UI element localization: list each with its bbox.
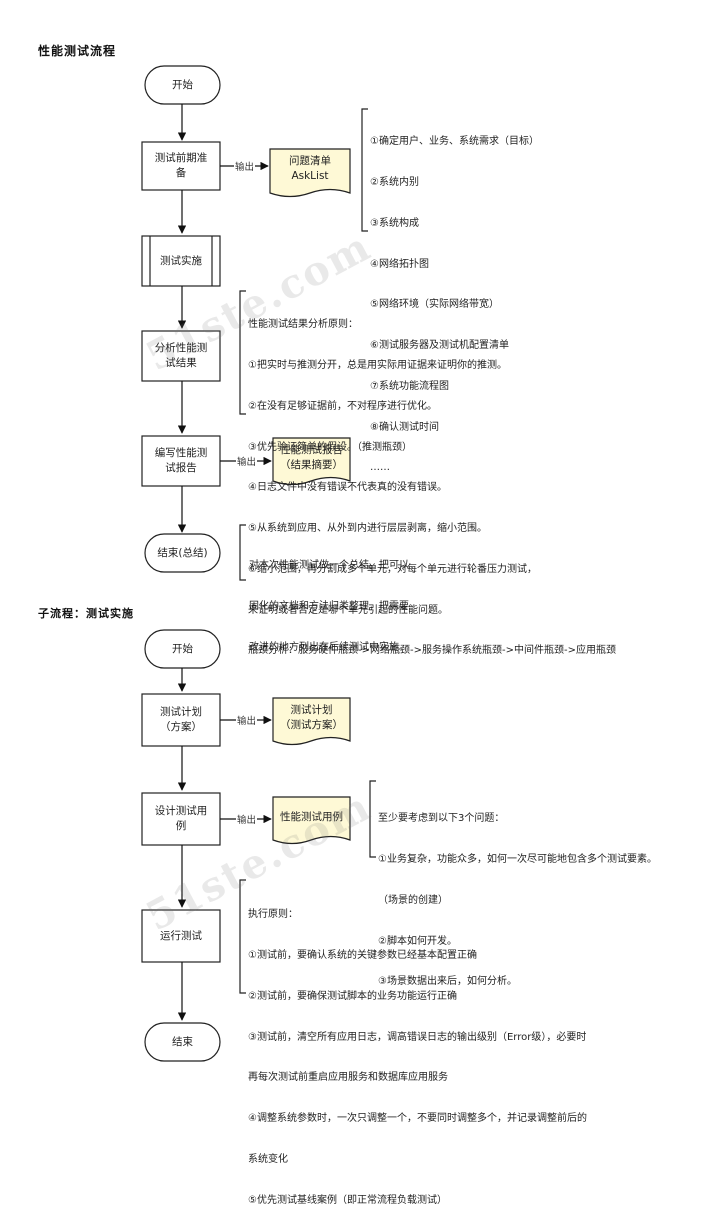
note-line: ⑥测试服务器及测试机配置清单 [370, 340, 509, 352]
main-prep-output-label: 输出 [234, 159, 256, 173]
main-analysis-notes: 性能测试结果分析原则： ①把实时与推测分开，总是用实际用证据来证明你的推测。 ②… [248, 291, 616, 672]
sub-end-label: 结束 [172, 1035, 193, 1048]
sub-design-notes: 至少要考虑到以下3个问题： ①业务复杂，功能众多，如何一次尽可能地包含多个测试要… [378, 785, 657, 1003]
note-line: 改进的地方列出在后续测试中实施。 [249, 641, 409, 653]
sub-plan-shape [141, 693, 221, 747]
note-line: ①业务复杂，功能众多，如何一次尽可能地包含多个测试要素。 [378, 853, 657, 865]
sub-title: 子流程：测试实施 [38, 607, 134, 620]
note-line: ①测试前，要确认系统的关键参数已经基本配置正确 [248, 949, 477, 961]
note-line: 再每次测试前重启应用服务和数据库应用服务 [248, 1072, 448, 1084]
note-line: 固化的文档和方法归类整理，把需要 [249, 600, 409, 612]
main-prep-notes: ①确定用户、业务、系统需求（目标） ②系统内别 ③系统构成 ④网络拓扑图 ⑤网络… [370, 108, 539, 489]
note-line: ②系统内别 [370, 176, 419, 188]
sub-design-doc-label: 性能测试用例 [280, 810, 343, 823]
main-title: 性能测试流程 [38, 44, 117, 58]
main-analyze-shape [141, 330, 221, 382]
note-line: ②测试前，要确保测试脚本的业务功能运行正确 [248, 990, 457, 1002]
main-impl-label: 测试实施 [160, 254, 202, 267]
note-line: ⑥缩小范围，再分割成多个单元，对每个单元进行轮番压力测试， [248, 563, 537, 575]
sub-plan-doc-label: 测试计划 （测试方案） [280, 704, 343, 731]
main-end-notes-bracket [239, 524, 246, 581]
main-analyze-label: 分析性能测 试结果 [154, 342, 208, 369]
note-line: ④调整系统参数时，一次只调整一个，不要同时调整多个，并记录调整前后的 [248, 1113, 587, 1125]
main-report-doc-label: 性能测试报告 （结果摘要） [280, 444, 343, 471]
note-line: 来证明或者否定是哪个单元引起的性能问题。 [248, 604, 448, 616]
note-line: 性能测试结果分析原则： [248, 319, 358, 331]
main-end-notes: 对本次性能测试做一个总结。把可以 固化的文档和方法归类整理，把需要 改进的地方列… [249, 532, 409, 668]
main-end-shape [144, 533, 221, 573]
sub-plan-label: 测试计划 （方案） [160, 706, 202, 733]
sub-design-label: 设计测试用 例 [154, 805, 208, 832]
sub-run-shape [141, 909, 221, 963]
main-report-output-label: 输出 [236, 454, 258, 468]
main-start-label: 开始 [172, 78, 193, 91]
sub-design-doc-shape [272, 796, 351, 845]
sub-plan-output-label: 输出 [236, 713, 258, 727]
main-prep-shape [141, 141, 221, 191]
main-prep-notes-bracket [361, 108, 368, 232]
sub-end-shape [144, 1022, 221, 1062]
note-line: ④日志文件中没有错误不代表真的没有错误。 [248, 482, 447, 494]
note-line: ③测试前，清空所有应用日志，调高错误日志的输出级别（Error级），必要时 [248, 1031, 587, 1043]
note-line: ⑧确认测试时间 [370, 421, 439, 433]
note-line: ⑤网络环境（实际网络带宽） [370, 299, 499, 311]
note-line: （场景的创建） [378, 894, 448, 906]
sub-design-notes-bracket [369, 780, 376, 858]
sub-plan-doc-shape [272, 697, 351, 746]
flowchart-canvas [141, 65, 376, 1062]
sub-run-label: 运行测试 [160, 929, 202, 942]
sub-design-shape [141, 792, 221, 846]
note-line: …… [370, 462, 390, 474]
sub-design-output-label: 输出 [236, 812, 258, 826]
sub-run-notes: 执行原则： ①测试前，要确认系统的关键参数已经基本配置正确 ②测试前，要确保测试… [248, 881, 587, 1221]
note-line: ②脚本如何开发。 [378, 935, 457, 947]
note-line: ①把实时与推测分开，总是用实际用证据来证明你的推测。 [248, 359, 507, 371]
note-line: 对本次性能测试做一个总结。把可以 [249, 560, 409, 572]
sub-run-notes-bracket [239, 879, 246, 994]
note-line: 至少要考虑到以下3个问题： [378, 813, 505, 825]
note-line: ①确定用户、业务、系统需求（目标） [370, 136, 539, 148]
note-line: ③系统构成 [370, 217, 419, 229]
main-impl-shape [141, 235, 221, 287]
note-line: 系统变化 [248, 1153, 288, 1165]
note-line: ⑤从系统到应用、从外到内进行层层剥离，缩小范围。 [248, 523, 487, 535]
note-line: ②在没有足够证据前，不对程序进行优化。 [248, 400, 437, 412]
note-line: ③场景数据出来后，如何分析。 [378, 976, 517, 988]
main-report-shape [141, 435, 221, 487]
main-report-doc-shape [272, 437, 351, 486]
main-prep-label: 测试前期准 备 [154, 152, 208, 179]
sub-start-label: 开始 [172, 642, 193, 655]
note-line: ⑤优先测试基线案例（即正常流程负载测试） [248, 1194, 447, 1206]
main-analysis-notes-bracket [239, 290, 246, 415]
main-end-label: 结束(总结) [157, 546, 208, 559]
main-report-label: 编写性能测 试报告 [154, 447, 208, 474]
note-line: 瓶颈分析：服务硬件瓶颈->网络瓶颈->服务操作系统瓶颈->中间件瓶颈->应用瓶颈 [248, 645, 616, 657]
note-line: ⑦系统功能流程图 [370, 380, 449, 392]
main-prep-doc-label: 问题清单 AskList [289, 155, 331, 182]
note-line: ③优先验证简单的假设。（推测瓶颈） [248, 441, 412, 453]
note-line: ④网络拓扑图 [370, 258, 429, 270]
note-line: 执行原则： [248, 909, 298, 921]
main-prep-doc-shape [269, 148, 351, 198]
